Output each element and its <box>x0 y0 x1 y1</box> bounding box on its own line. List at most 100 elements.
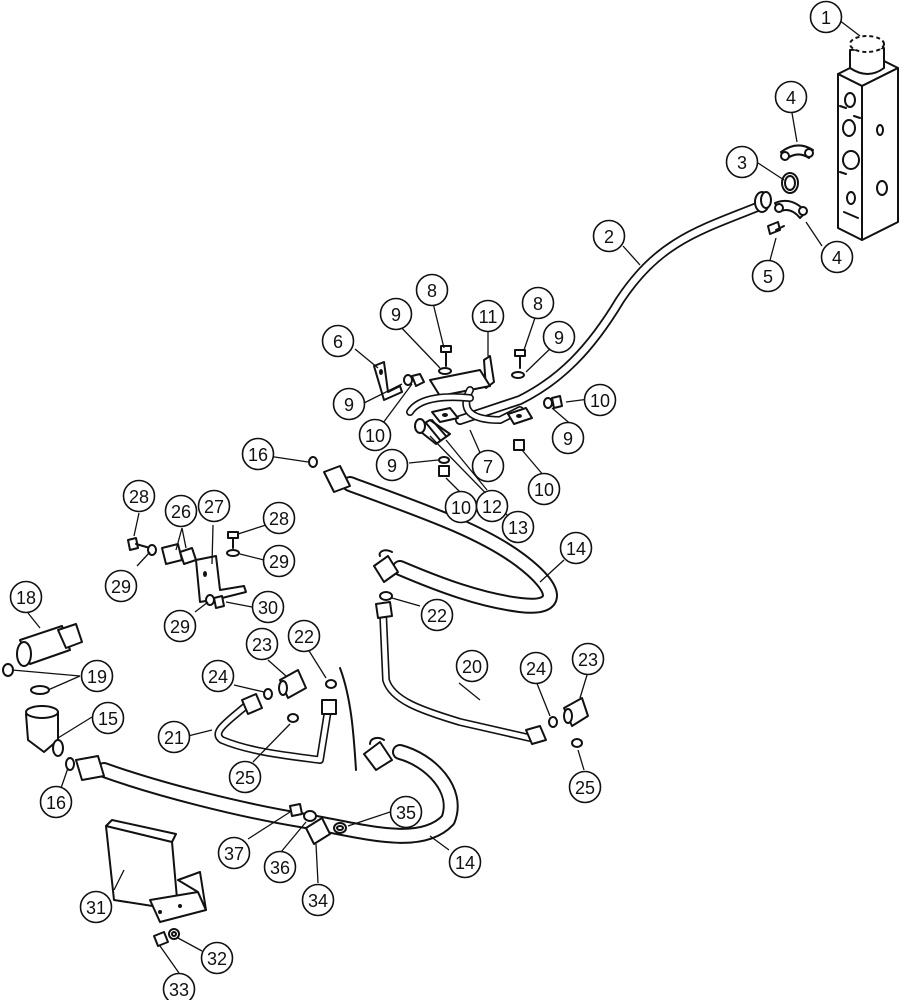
callout-c9d: 9 <box>551 421 585 455</box>
nut-10d <box>513 439 525 451</box>
callout-c32: 32 <box>200 941 234 975</box>
callout-c4b: 4 <box>820 240 854 274</box>
callout-c25a: 25 <box>228 760 262 794</box>
clamp-26 <box>161 543 197 565</box>
callout-circle <box>475 489 509 523</box>
callout-number: 28 <box>129 487 149 507</box>
nut-10b <box>551 395 563 409</box>
callout-circle <box>559 531 593 565</box>
tube-21 <box>214 693 337 764</box>
callout-c9c: 9 <box>332 387 366 421</box>
tube-thin <box>339 667 357 771</box>
swivel-fitting <box>16 623 83 667</box>
callout-c29b: 29 <box>262 544 296 578</box>
callout-number: 23 <box>252 635 272 655</box>
callout-circle <box>519 651 553 685</box>
bolt-right <box>514 349 526 369</box>
callout-circle <box>164 494 198 528</box>
callout-number: 10 <box>534 480 554 500</box>
callout-number: 8 <box>533 294 543 314</box>
callout-c33: 33 <box>162 972 196 1000</box>
callout-c9b: 9 <box>542 320 576 354</box>
callout-number: 16 <box>248 445 268 465</box>
elbow-15 <box>25 705 64 757</box>
callout-circle <box>375 448 409 482</box>
callout-circle <box>245 627 279 661</box>
bolt-28-right <box>227 531 239 549</box>
callout-circle <box>592 219 626 253</box>
callout-circle <box>241 437 275 471</box>
callout-circle <box>79 890 113 924</box>
callout-circle <box>389 795 423 829</box>
callout-number: 4 <box>786 88 796 108</box>
hose-clamp-34 <box>305 817 331 845</box>
elbow-23-right <box>563 697 589 727</box>
callout-number: 31 <box>86 898 106 918</box>
callout-circle <box>820 240 854 274</box>
washer-9d <box>543 397 553 409</box>
callout-circle <box>420 598 454 632</box>
callout-number: 15 <box>98 709 118 729</box>
elbow-23-left <box>278 669 307 699</box>
callout-circle <box>455 649 489 683</box>
callout-c21: 21 <box>157 720 191 754</box>
callout-number: 28 <box>269 509 289 529</box>
callout-circle <box>568 770 602 804</box>
callout-circle <box>9 580 43 614</box>
callout-circle <box>262 501 296 535</box>
callout-number: 2 <box>604 227 614 247</box>
callout-number: 9 <box>387 456 397 476</box>
split-flange-lower <box>774 199 808 219</box>
callout-number: 14 <box>566 539 586 559</box>
callout-labels: 1234456788999991010101011121314141516161… <box>9 0 854 1000</box>
callout-circle <box>583 383 617 417</box>
callout-c14b: 14 <box>448 845 482 879</box>
callout-c28b: 28 <box>262 501 296 535</box>
callout-c9a: 9 <box>379 297 413 331</box>
callout-circle <box>197 489 231 523</box>
callout-number: 33 <box>169 980 189 1000</box>
callout-c15: 15 <box>91 701 125 735</box>
callout-number: 22 <box>427 606 447 626</box>
callout-number: 37 <box>224 844 244 864</box>
callout-circle <box>501 510 535 544</box>
washer-29c <box>205 594 215 606</box>
callout-c25b: 25 <box>568 770 602 804</box>
callout-number: 3 <box>737 153 747 173</box>
callout-circle <box>809 0 843 34</box>
callout-circle <box>122 479 156 513</box>
callout-number: 4 <box>832 248 842 268</box>
callout-c22b: 22 <box>287 619 321 653</box>
callout-number: 11 <box>479 307 498 327</box>
flange-bolt <box>767 221 785 235</box>
callout-circle <box>751 259 785 293</box>
o-ring-22-upper <box>379 591 393 601</box>
callout-number: 23 <box>578 650 598 670</box>
callout-circle <box>104 569 138 603</box>
callout-number: 29 <box>111 577 131 597</box>
callout-c8b: 8 <box>521 286 555 320</box>
callout-circle <box>162 972 196 1000</box>
callout-c24b: 24 <box>519 651 553 685</box>
callout-number: 6 <box>333 332 343 352</box>
callout-c1: 1 <box>809 0 843 34</box>
callout-circle <box>321 324 355 358</box>
washer-35 <box>333 822 347 834</box>
callout-c16a: 16 <box>241 437 275 471</box>
callout-circle <box>774 80 808 114</box>
hose-lower <box>75 736 459 844</box>
o-ring-22-lower <box>325 679 337 689</box>
callout-circle <box>332 387 366 421</box>
callout-c30: 30 <box>251 590 285 624</box>
nut-33 <box>153 931 169 947</box>
callout-number: 29 <box>269 552 289 572</box>
callout-c26: 26 <box>164 494 198 528</box>
callout-number: 18 <box>16 588 36 608</box>
callout-circle <box>521 286 555 320</box>
callout-c10d: 10 <box>444 490 478 524</box>
callout-c18: 18 <box>9 580 43 614</box>
callout-c11: 11 <box>471 299 505 333</box>
callout-circle <box>157 720 191 754</box>
callout-circle <box>415 273 449 307</box>
callout-circle <box>287 619 321 653</box>
